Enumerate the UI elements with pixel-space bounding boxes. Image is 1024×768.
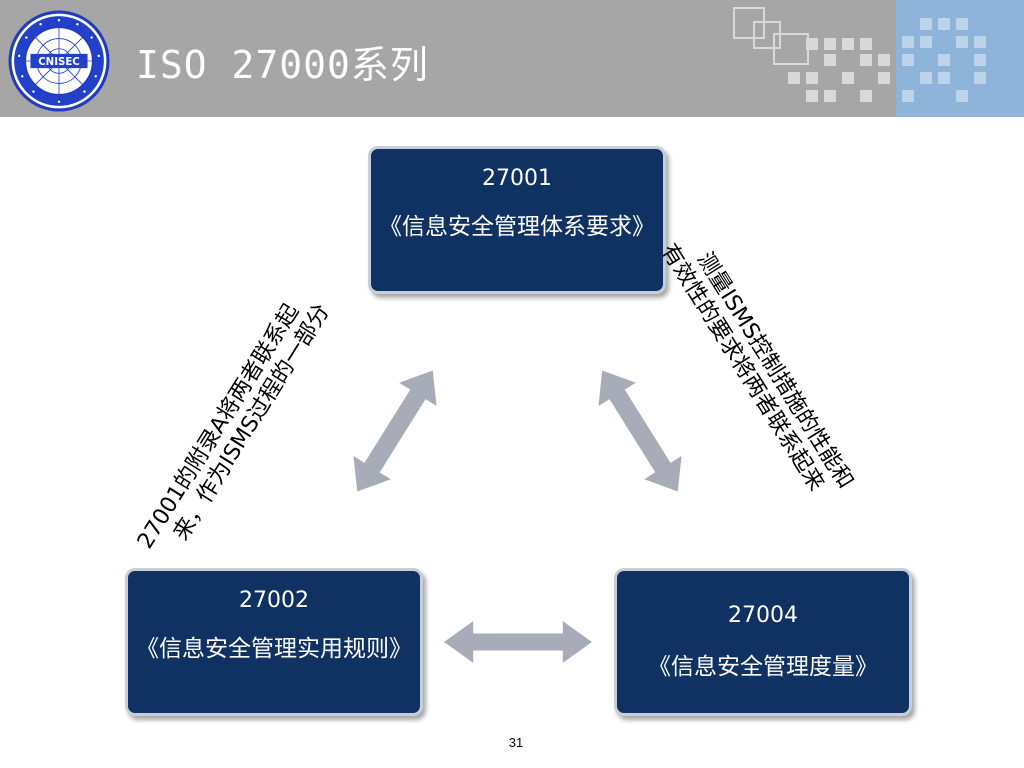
standard-name: 《信息安全管理实用规则》 (136, 636, 412, 662)
box-iso-27001: 27001 《信息安全管理体系要求》 (368, 146, 666, 294)
slide-header (0, 0, 1024, 117)
header-decoration-squares (733, 7, 986, 102)
standard-name: 《信息安全管理体系要求》 (379, 214, 655, 240)
standard-number: 27002 (239, 588, 309, 613)
box-iso-27002: 27002 《信息安全管理实用规则》 (125, 568, 423, 716)
standard-number: 27004 (728, 603, 798, 628)
slide-title: ISO 27000系列 (136, 43, 429, 87)
logo-text: CNISEC (38, 57, 80, 68)
double-arrow-icon (338, 358, 452, 504)
double-arrow-icon (444, 621, 592, 663)
box-iso-27004: 27004 《信息安全管理度量》 (614, 568, 912, 716)
standard-name: 《信息安全管理度量》 (648, 654, 878, 680)
double-arrow-icon (583, 358, 697, 504)
standard-number: 27001 (482, 166, 552, 191)
cnisec-seal-icon: CNISEC (8, 10, 110, 112)
page-number: 31 (508, 735, 524, 750)
